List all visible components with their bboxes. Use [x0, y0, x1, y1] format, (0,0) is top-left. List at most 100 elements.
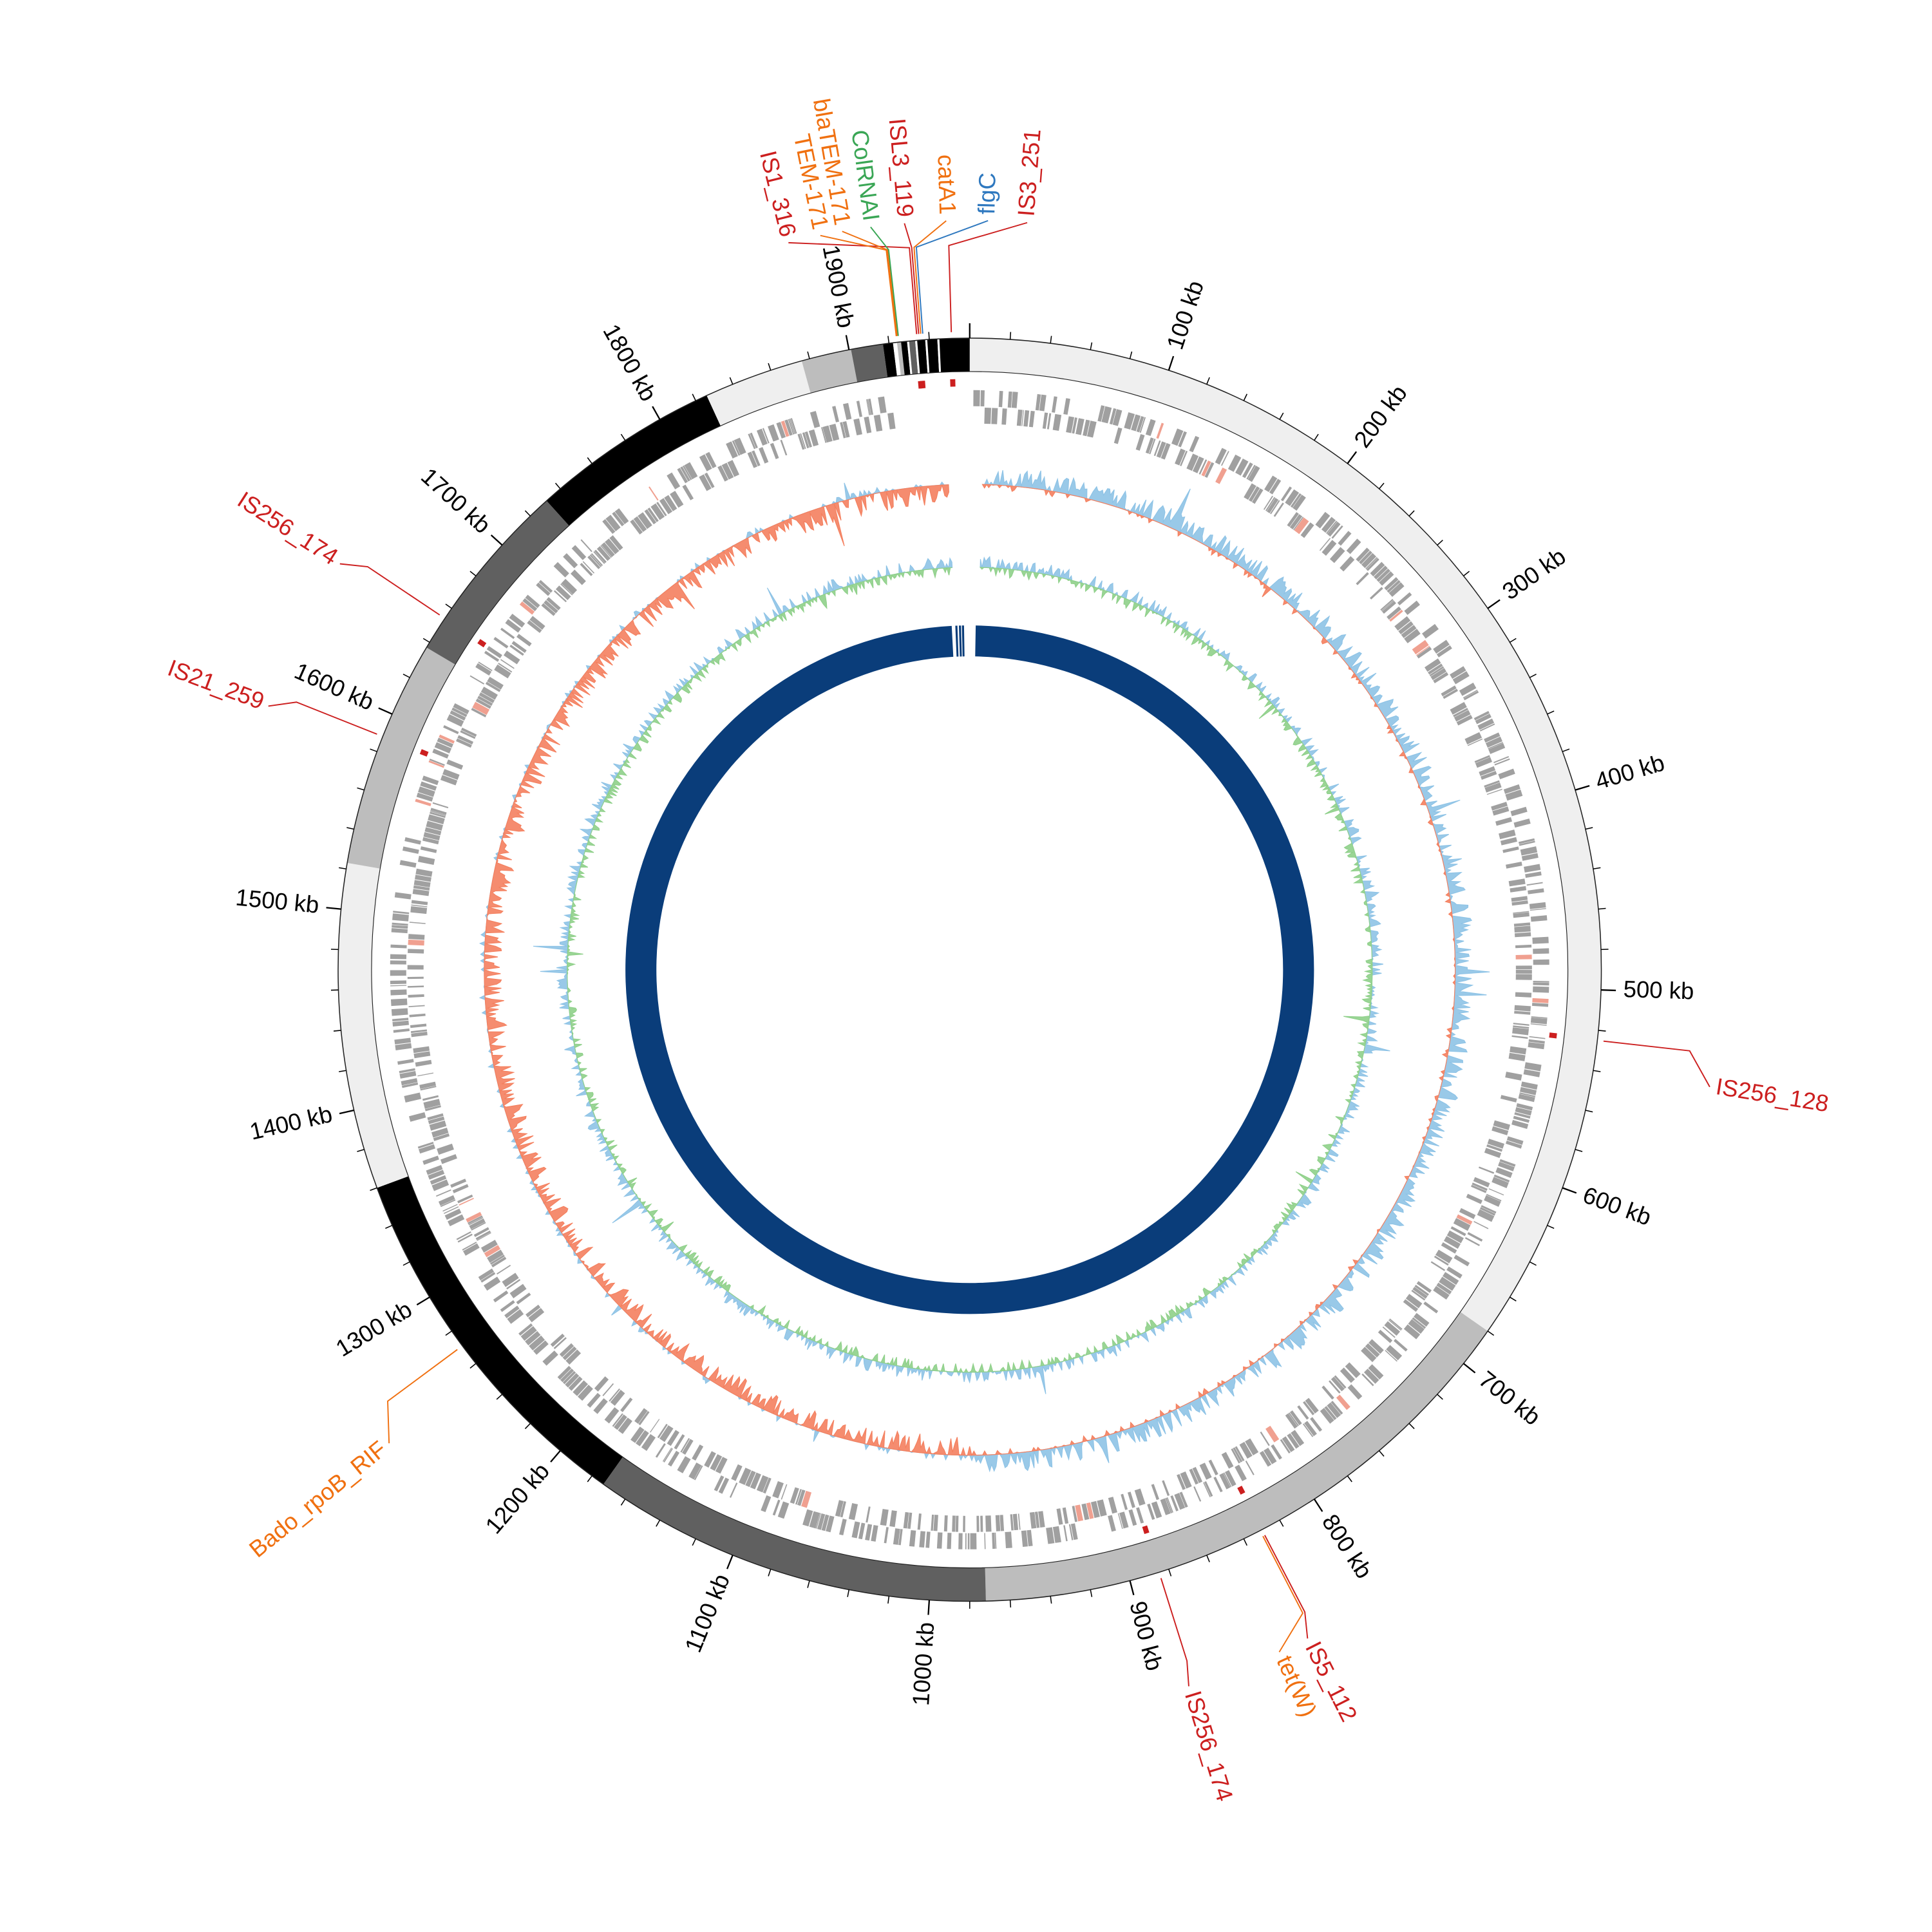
gene-block [1086, 1502, 1094, 1519]
gene-block [1405, 1294, 1423, 1309]
gene-block [1533, 959, 1549, 965]
gene-block [1473, 710, 1490, 721]
gene-block [1160, 442, 1171, 460]
gene-block [450, 710, 466, 721]
gene-block [1029, 1511, 1037, 1529]
gene-block [1235, 458, 1249, 476]
gene-block [428, 1116, 445, 1124]
gene-block [491, 1256, 507, 1268]
gene-block [963, 1515, 965, 1532]
gene-block [873, 414, 883, 432]
gene-block [1386, 1345, 1403, 1361]
gene-block [772, 1499, 781, 1516]
gene-block [1512, 1027, 1529, 1036]
gene-block [1062, 1507, 1069, 1524]
gene-block [518, 1323, 533, 1336]
tick-label: 500 kb [1623, 976, 1694, 1004]
gene-block [1336, 1394, 1350, 1410]
minor-tick [445, 1331, 452, 1336]
gene-block [1136, 1507, 1144, 1524]
gene-block [399, 1068, 415, 1074]
gene-block [604, 1407, 620, 1424]
gene-block [756, 1475, 769, 1493]
gene-block [610, 1390, 625, 1406]
gene-block [1208, 1459, 1218, 1475]
minor-tick [1547, 710, 1555, 715]
gene-block [842, 421, 850, 438]
gene-block [601, 542, 615, 558]
feature-leader-line [913, 220, 947, 334]
gene-block [582, 561, 595, 574]
gene-block [422, 775, 439, 786]
gene-block [680, 466, 690, 482]
gene-block [429, 759, 445, 766]
gene-block [429, 1120, 447, 1131]
gene-block [1423, 1302, 1439, 1314]
gene-block [1494, 758, 1510, 766]
gene-block [1224, 1470, 1236, 1487]
gene-block [887, 412, 896, 430]
gene-block [1361, 1347, 1377, 1363]
feature-label: flgC [973, 173, 1001, 215]
gene-block [520, 1326, 537, 1341]
gene-block [1136, 416, 1144, 433]
minor-tick [1437, 540, 1443, 545]
gene-block [1520, 1086, 1537, 1095]
gene-block [1010, 1514, 1014, 1531]
gene-block [1389, 609, 1403, 622]
gene-block [1334, 1375, 1347, 1389]
gene-block [822, 425, 833, 443]
feature-label: IS21_259 [164, 654, 268, 714]
gene-block [839, 1519, 847, 1536]
gene-block [506, 1279, 521, 1290]
gene-block [602, 1383, 614, 1397]
gene-block [1474, 755, 1490, 763]
minor-tick [587, 457, 592, 464]
gene-block [980, 1515, 983, 1532]
gene-block [1263, 495, 1273, 510]
gene-block [865, 1524, 873, 1541]
gene-block [1285, 489, 1300, 506]
gene-block [587, 555, 601, 569]
gene-block [392, 1020, 409, 1027]
gene-block [528, 1307, 545, 1323]
gene-block [705, 451, 717, 469]
feature-leader-line [1603, 1040, 1710, 1088]
gene-block [1403, 1324, 1421, 1340]
gene-block [889, 1510, 897, 1528]
gene-block [747, 451, 758, 468]
minor-tick [524, 510, 531, 516]
gene-block [593, 1398, 608, 1414]
gene-block [903, 1511, 909, 1529]
major-tick [1129, 1580, 1135, 1596]
major-tick [1562, 1187, 1577, 1194]
gene-block [423, 832, 440, 840]
gene-block [440, 1199, 456, 1208]
minor-tick [1378, 482, 1385, 489]
gene-block [415, 875, 431, 882]
gene-block [1289, 1410, 1302, 1426]
gene-block [1387, 606, 1401, 620]
feature-label: ISL3_119 [884, 117, 919, 218]
tick-label: 800 kb [1317, 1510, 1378, 1583]
major-tick [339, 1109, 354, 1115]
gene-block [505, 619, 521, 633]
tick-label: 1800 kb [598, 319, 661, 405]
gene-block [1433, 1285, 1450, 1300]
gene-block [1508, 878, 1526, 887]
gene-block [466, 1211, 482, 1223]
contig-segment [546, 395, 721, 526]
gene-block [1459, 683, 1477, 696]
gene-block [1514, 1112, 1531, 1119]
gene-block [426, 1164, 443, 1175]
gene-block [858, 1522, 866, 1540]
minor-tick [1585, 1110, 1593, 1113]
gene-block [407, 965, 424, 970]
gene-block [1453, 708, 1468, 717]
gene-block [1414, 1285, 1429, 1296]
gene-block [1124, 412, 1135, 430]
gene-block [497, 1264, 511, 1275]
gene-block [1511, 900, 1528, 906]
gene-block [670, 491, 684, 508]
minor-tick [1279, 412, 1284, 420]
